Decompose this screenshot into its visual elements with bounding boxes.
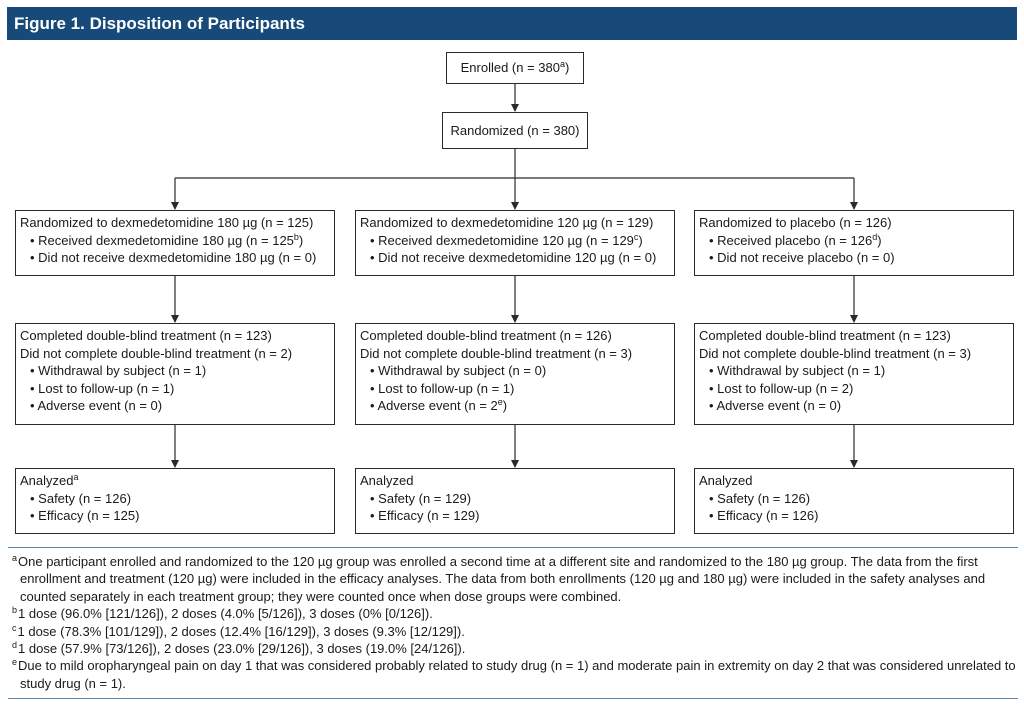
not-received-item: • Did not receive dexmedetomidine 180 µg… [30, 250, 317, 265]
efficacy-item: • Efficacy (n = 125) [30, 508, 140, 523]
safety-item: • Safety (n = 126) [709, 490, 811, 506]
received-item: • Received dexmedetomidine 120 µg (n = 1… [370, 231, 643, 248]
footnote-a: aOne participant enrolled and randomized… [8, 553, 1016, 605]
withdrawal-item: • Withdrawal by subject (n = 1) [30, 363, 207, 378]
footnote-text: One participant enrolled and randomized … [18, 554, 986, 604]
footnote-text: Due to mild oropharyngeal pain on day 1 … [18, 658, 1016, 691]
lost-item: • Lost to follow-up (n = 2) [709, 380, 854, 396]
group-title: Randomized to placebo (n = 126) [699, 215, 892, 230]
footnote-mark: e [497, 397, 503, 407]
adverse-item: • Adverse event (n = 2e) [370, 397, 508, 414]
not-received-item: • Did not receive placebo (n = 0) [709, 250, 895, 265]
efficacy-item: • Efficacy (n = 126) [709, 508, 819, 523]
footnote-b: b1 dose (96.0% [121/126]), 2 doses (4.0%… [8, 605, 1016, 622]
footnote-mark: d [872, 231, 878, 242]
footnote-mark: b [293, 231, 299, 242]
analyzed-title: Analyzed [360, 473, 414, 488]
footnote-c: c1 dose (78.3% [101/129]), 2 doses (12.4… [8, 623, 1016, 640]
withdrawal-item: • Withdrawal by subject (n = 1) [709, 363, 886, 378]
safety-item: • Safety (n = 129) [370, 490, 472, 506]
group-title: Randomized to dexmedetomidine 120 µg (n … [360, 215, 654, 230]
received-text: • Received placebo (n = 126 [709, 232, 873, 248]
enrolled-label-close: ) [565, 60, 570, 75]
group-3-completion-box: Completed double-blind treatment (n = 12… [694, 323, 1014, 425]
footnotes-bottom-rule [8, 698, 1018, 699]
footnotes-top-rule [8, 547, 1018, 548]
adverse-text: • Adverse event (n = 0) [30, 398, 163, 413]
footnote-mark: a [12, 553, 18, 563]
group-3-randomized-box: Randomized to placebo (n = 126) • Receiv… [694, 210, 1014, 276]
footnote-e: eDue to mild oropharyngeal pain on day 1… [8, 657, 1016, 692]
footnote-mark: c [12, 622, 17, 633]
group-3-analyzed-box: Analyzed • Safety (n = 126) • Efficacy (… [694, 468, 1014, 534]
not-received-item: • Did not receive dexmedetomidine 120 µg… [370, 250, 657, 265]
footnote-text: 1 dose (96.0% [121/126]), 2 doses (4.0% … [18, 606, 433, 622]
completed-text: Completed double-blind treatment (n = 12… [20, 328, 272, 343]
group-title: Randomized to dexmedetomidine 180 µg (n … [20, 215, 314, 230]
footnote-mark: a [73, 472, 79, 482]
footnote-mark: c [633, 231, 639, 242]
received-item: • Received dexmedetomidine 180 µg (n = 1… [30, 231, 304, 248]
withdrawal-item: • Withdrawal by subject (n = 0) [370, 363, 547, 378]
adverse-item: • Adverse event (n = 0) [699, 397, 1013, 415]
analyzed-title: Analyzed [699, 473, 753, 488]
adverse-item: • Adverse event (n = 0) [20, 397, 334, 415]
not-completed-text: Did not complete double-blind treatment … [360, 345, 633, 361]
enrolled-box: Enrolled (n = 380a) [446, 52, 584, 84]
randomized-label: Randomized (n = 380) [450, 123, 580, 138]
analyzed-text: Analyzed [20, 473, 74, 488]
not-completed-text: Did not complete double-blind treatment … [699, 345, 972, 361]
group-2-completion-box: Completed double-blind treatment (n = 12… [355, 323, 675, 425]
group-1-randomized-box: Randomized to dexmedetomidine 180 µg (n … [15, 210, 335, 276]
analyzed-title: Analyzeda [20, 472, 334, 490]
received-item: • Received placebo (n = 126d) [709, 231, 882, 248]
group-1-completion-box: Completed double-blind treatment (n = 12… [15, 323, 335, 425]
lost-item: • Lost to follow-up (n = 1) [370, 380, 515, 396]
lost-item: • Lost to follow-up (n = 1) [30, 380, 175, 396]
group-1-analyzed-box: Analyzeda • Safety (n = 126) • Efficacy … [15, 468, 335, 534]
group-2-randomized-box: Randomized to dexmedetomidine 120 µg (n … [355, 210, 675, 276]
footnote-mark: d [12, 640, 18, 651]
received-text: • Received dexmedetomidine 180 µg (n = 1… [30, 232, 294, 248]
footnote-text: 1 dose (57.9% [73/126]), 2 doses (23.0% … [18, 641, 466, 657]
footnote-mark: a [560, 59, 566, 69]
footnote-d: d1 dose (57.9% [73/126]), 2 doses (23.0%… [8, 640, 1016, 657]
randomized-box: Randomized (n = 380) [442, 112, 588, 149]
not-completed-text: Did not complete double-blind treatment … [20, 345, 293, 361]
footnote-mark: b [12, 605, 18, 616]
completed-text: Completed double-blind treatment (n = 12… [360, 328, 612, 343]
figure-title: Figure 1. Disposition of Participants [7, 7, 1017, 40]
received-text: • Received dexmedetomidine 120 µg (n = 1… [370, 232, 634, 248]
completed-text: Completed double-blind treatment (n = 12… [699, 328, 951, 343]
footnotes: aOne participant enrolled and randomized… [8, 553, 1016, 692]
safety-item: • Safety (n = 126) [30, 490, 132, 506]
footnote-mark: e [12, 657, 18, 668]
efficacy-item: • Efficacy (n = 129) [370, 508, 480, 523]
footnote-text: 1 dose (78.3% [101/129]), 2 doses (12.4%… [17, 623, 465, 639]
enrolled-label: Enrolled (n = 380 [460, 60, 560, 75]
adverse-text: • Adverse event (n = 0) [709, 398, 842, 413]
adverse-text: • Adverse event (n = 2 [370, 398, 498, 413]
group-2-analyzed-box: Analyzed • Safety (n = 129) • Efficacy (… [355, 468, 675, 534]
